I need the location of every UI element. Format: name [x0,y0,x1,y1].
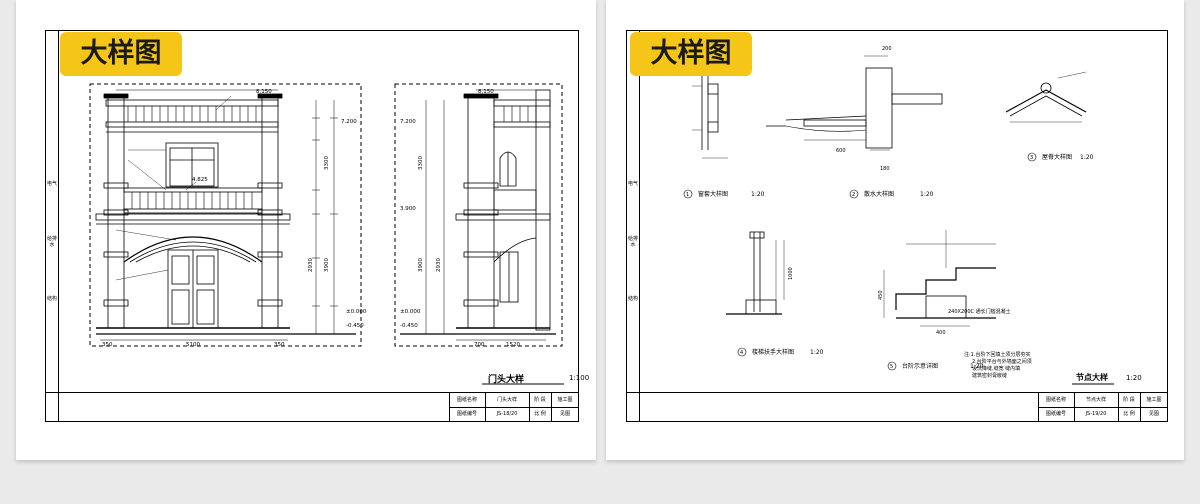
dim-label: -0.450 [346,323,364,329]
front-elevation-boundary [89,83,362,347]
drawing-sheet-left: 大样图 电气 给排水 结构 [16,0,596,460]
dim-label: 7.200 [341,119,357,125]
title-block: 图纸名称 门头大样 阶 段 施工图 图纸编号 JS-18/20 比 例 见图 [45,392,579,421]
dim-label: ±0.000 [400,309,421,315]
title-block-value: 施工图 [557,397,573,403]
dim-label: 3300 [418,156,424,170]
strip-label: 电气 [627,181,638,187]
dim-label: -0.450 [400,323,418,329]
dim-label: 700 [474,342,485,348]
title-block-value: JS-18/20 [496,411,518,417]
detail-scale: 1:20 [970,363,984,370]
title-block-label: 图纸名称 [1045,397,1066,403]
dim-label: 2930 [308,258,314,272]
side-strip: 电气 给排水 结构 [627,31,640,421]
dim-label: 180 [880,166,890,172]
drawing-sheet-right: 大样图 电气 给排水 结构 [606,0,1184,460]
dim-label: 3900 [324,258,330,272]
detail-number: 5 [890,364,893,370]
front-elevation [95,89,356,341]
dim-label: 200 [882,46,892,52]
title-block-value: 见图 [1148,411,1159,417]
side-strip: 电气 给排水 结构 [46,31,59,421]
dim-label: 350 [102,342,113,348]
detail-steps [883,230,996,327]
detail-scale: 1:20 [810,349,824,356]
dim-label: 350 [274,342,285,348]
strip-label: 电气 [46,181,57,187]
detail-title: 窗套大样图 [698,190,728,198]
dim-label: 400 [936,330,946,336]
title-block-label: 图纸编号 [1045,411,1066,417]
dim-label: 3300 [324,156,330,170]
drawing-caption: 节点大样 [1076,373,1108,382]
note-line: 建筑密封膏嵌缝 [972,372,1007,379]
drawing-scale: 1:20 [1126,374,1142,382]
dim-label: 1000 [788,267,794,280]
side-elevation-boundary [394,83,563,347]
title-block-label: 比 例 [534,411,546,417]
title-block-label: 比 例 [1123,411,1135,417]
dim-label: 4.825 [192,177,208,183]
dim-label: 5100 [186,342,200,348]
drawing-scale: 1:100 [569,374,590,382]
title-block-value: 节点大样 [1085,397,1106,403]
detail-number: 1 [686,192,689,198]
title-block: 图纸名称 节点大样 阶 段 施工图 图纸编号 JS-19/20 比 例 见图 [626,392,1168,421]
detail-title: 台阶示意详图 [902,362,938,370]
drawing-frame: 电气 给排水 结构 [45,30,579,422]
title-block-value: 门头大样 [496,397,517,403]
detail-scale: 1:20 [751,191,765,198]
detail-scale: 1:20 [920,191,934,198]
dim-label: 8,150 [256,89,272,95]
detail-scale: 1:20 [1080,154,1094,161]
section-badge: 大样图 [630,32,752,76]
note-line: 注:1.台阶下回填土须分层夯实 [964,351,1030,358]
title-block-value: 见图 [559,411,570,417]
dim-label: 8,150 [478,89,494,95]
door-elevation-drawing: 8,150 5100 350 350 4.825 7.200 ±0.000 -0… [89,83,563,348]
dim-label: 450 [878,290,884,300]
strip-label: 给排水 [46,236,57,248]
drawing-caption: 门头大样 [488,375,525,385]
dim-label: 1520 [506,342,520,348]
detail-window-surround [692,76,728,159]
step-note: 240X200C 通长门槛混凝土 [948,308,1011,315]
strip-label: 结构 [627,296,638,302]
title-block-label: 图纸编号 [456,411,477,417]
detail-number: 3 [1030,155,1033,161]
dim-label: ±0.000 [346,309,367,315]
detail-apron [766,55,943,151]
dim-label: 3.900 [400,206,416,212]
detail-title: 屋脊大样图 [1042,153,1072,161]
strip-label: 结构 [46,296,57,302]
note-line: 设沉降缝,缝宽 缝内填 [972,365,1020,372]
dim-label: 2930 [436,258,442,272]
strip-label: 给排水 [627,236,638,248]
note-line: 2.台阶平台与外墙面之间须 [972,358,1032,365]
title-block-label: 图纸名称 [456,397,477,403]
title-block-value: JS-19/20 [1085,411,1107,417]
drawing-frame: 电气 给排水 结构 [626,30,1168,422]
detail-title: 散水大样图 [864,190,894,198]
title-block-value: 施工图 [1146,397,1162,403]
detail-number: 2 [852,192,855,198]
detail-ridge [1005,71,1087,123]
node-detail-drawings: 1 窗套大样图 1:20 2 散水大样图 1:20 3 屋脊大样图 1:20 4… [683,46,1114,385]
section-badge: 大样图 [60,32,182,76]
title-block-label: 阶 段 [534,397,546,403]
detail-title: 楼梯扶手大样图 [752,348,794,356]
detail-handrail [726,231,785,315]
dim-label: 3900 [418,258,424,272]
dim-label: 600 [836,148,846,154]
detail-number: 4 [740,350,743,356]
side-elevation [400,89,556,341]
dim-label: 7.200 [400,119,416,125]
title-block-label: 阶 段 [1123,397,1135,403]
